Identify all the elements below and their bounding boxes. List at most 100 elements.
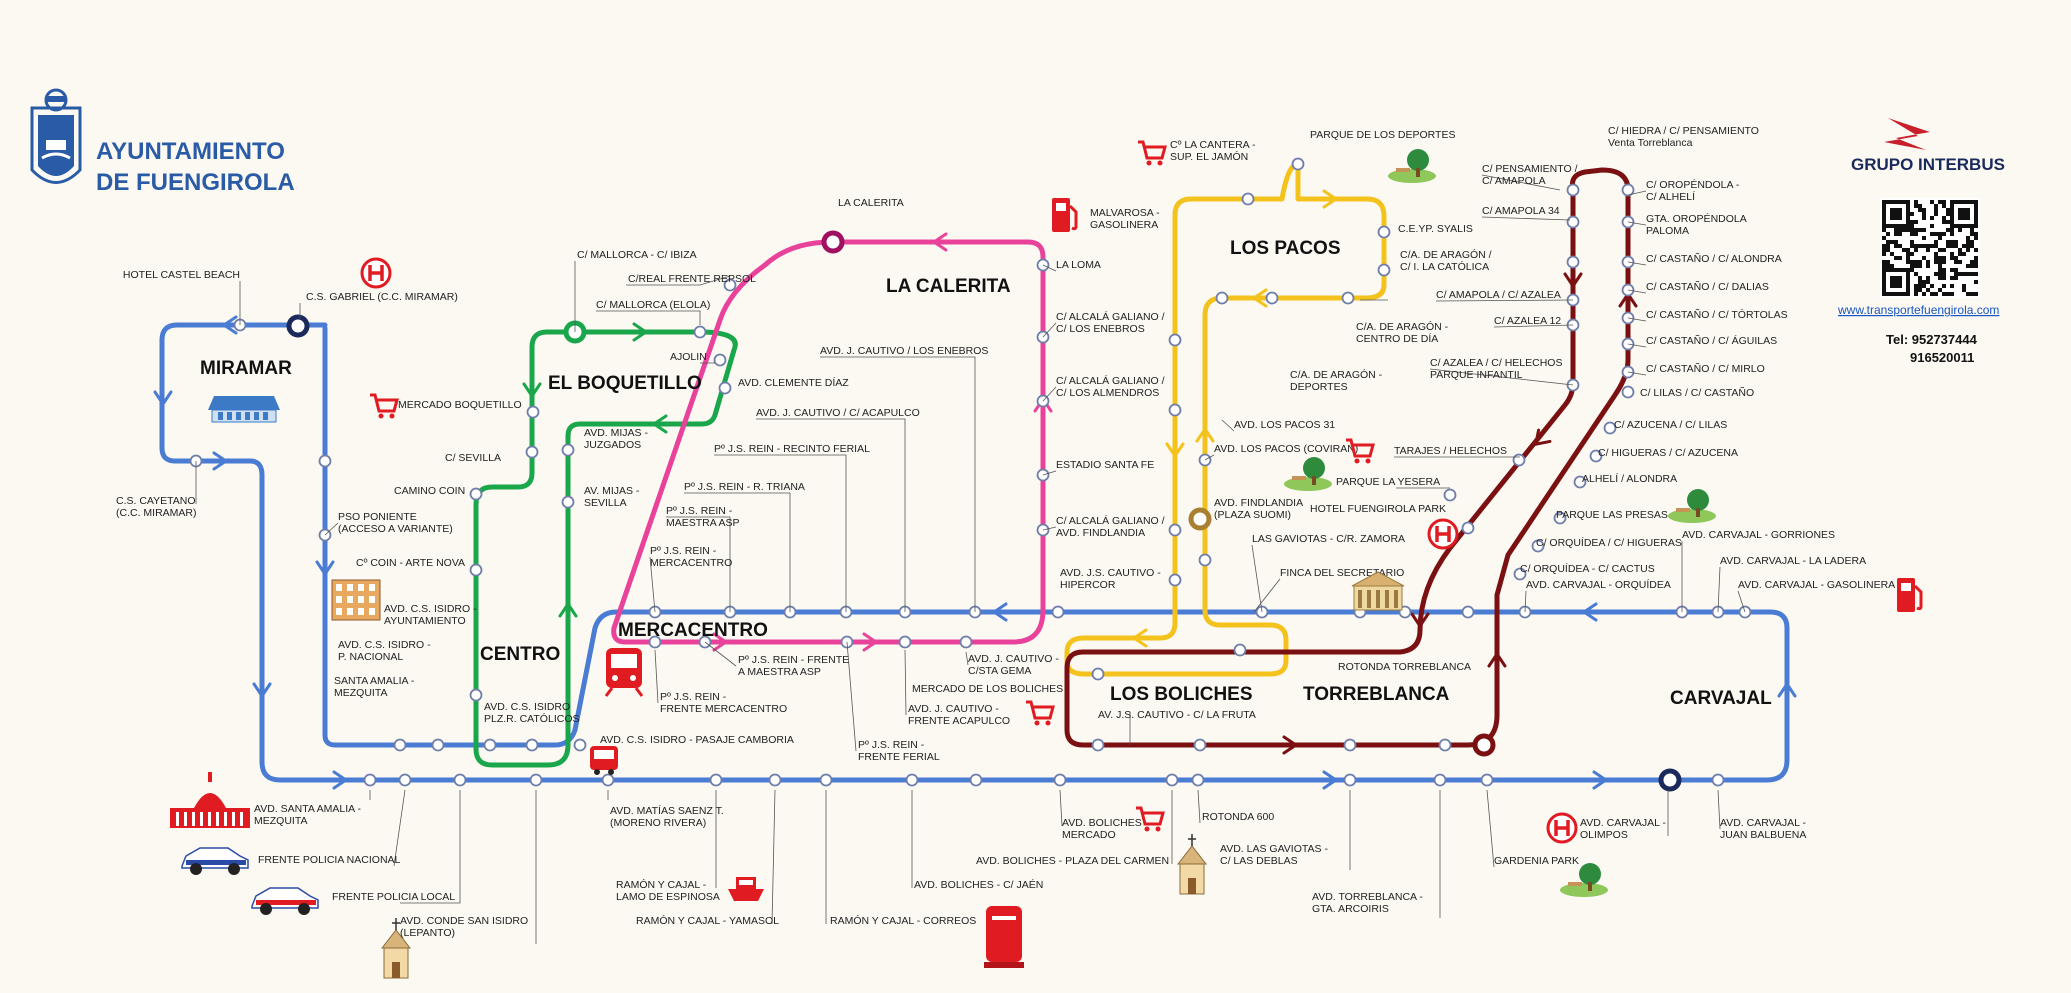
- stop-marker[interactable]: [1191, 773, 1205, 787]
- stop-marker[interactable]: [693, 325, 707, 339]
- stop-marker[interactable]: [1377, 225, 1391, 239]
- stop-label: C/ OROPÉNDOLA -C/ ALHELÍ: [1646, 178, 1740, 203]
- stop-marker[interactable]: [1091, 738, 1105, 752]
- stop-marker[interactable]: [1343, 738, 1357, 752]
- interchange-marker[interactable]: [1188, 507, 1212, 531]
- stop-marker[interactable]: [1566, 183, 1580, 197]
- stop-marker[interactable]: [561, 443, 575, 457]
- stop-marker[interactable]: [529, 773, 543, 787]
- stop-marker[interactable]: [709, 773, 723, 787]
- stop-marker[interactable]: [483, 738, 497, 752]
- interchange-marker[interactable]: [1658, 768, 1682, 792]
- stop-marker[interactable]: [1711, 773, 1725, 787]
- stop-label: AJOLIN: [670, 351, 707, 363]
- stop-marker[interactable]: [1573, 475, 1587, 489]
- stop-label: C/ ALCALÁ GALIANO /C/ LOS ENEBROS: [1056, 310, 1165, 335]
- stop-marker[interactable]: [768, 773, 782, 787]
- direction-arrow-icon: [651, 414, 668, 434]
- bus-station-icon: [208, 396, 280, 423]
- stop-marker[interactable]: [431, 738, 445, 752]
- stop-label: RAMÓN Y CAJAL -LAMO DE ESPINOSA: [616, 878, 720, 903]
- stop-marker[interactable]: [1480, 773, 1494, 787]
- stop-marker[interactable]: [1193, 738, 1207, 752]
- qr-code-icon[interactable]: [1880, 198, 1980, 298]
- stop-marker[interactable]: [723, 278, 737, 292]
- stop-marker[interactable]: [525, 738, 539, 752]
- leader-line: [1717, 566, 1721, 613]
- stop-marker[interactable]: [819, 773, 833, 787]
- stop-marker[interactable]: [601, 773, 615, 787]
- stop-marker[interactable]: [1512, 453, 1526, 467]
- stop-marker[interactable]: [1553, 511, 1567, 525]
- stop-marker[interactable]: [1443, 488, 1457, 502]
- stop-marker[interactable]: [393, 738, 407, 752]
- stop-marker[interactable]: [1566, 215, 1580, 229]
- stop-label: Pº J.S. REIN - R. TRIANA: [684, 481, 805, 493]
- stop-marker[interactable]: [898, 635, 912, 649]
- stop-marker[interactable]: [1198, 553, 1212, 567]
- stop-label: AV. MIJAS -SEVILLA: [584, 485, 640, 509]
- stop-marker[interactable]: [1433, 773, 1447, 787]
- stop-marker[interactable]: [1091, 667, 1105, 681]
- stop-marker[interactable]: [573, 738, 587, 752]
- stop-marker[interactable]: [1053, 773, 1067, 787]
- stop-marker[interactable]: [1438, 738, 1452, 752]
- interchange-marker[interactable]: [1472, 733, 1496, 757]
- stop-marker[interactable]: [469, 487, 483, 501]
- stop-marker[interactable]: [1621, 183, 1635, 197]
- stop-marker[interactable]: [1461, 605, 1475, 619]
- stop-marker[interactable]: [648, 635, 662, 649]
- stop-marker[interactable]: [1168, 403, 1182, 417]
- stop-label: AVD. J.S. CAUTIVO -HIPERCOR: [1060, 567, 1161, 591]
- stop-marker[interactable]: [1566, 255, 1580, 269]
- stop-marker[interactable]: [1343, 773, 1357, 787]
- stop-marker[interactable]: [398, 773, 412, 787]
- leader-line: [1737, 590, 1746, 613]
- stop-marker[interactable]: [1461, 521, 1475, 535]
- stop-marker[interactable]: [1241, 192, 1255, 206]
- stop-label: C/A. DE ARAGÓN -DEPORTES: [1290, 368, 1383, 393]
- interchange-marker[interactable]: [821, 230, 845, 254]
- stop-marker[interactable]: [1265, 291, 1279, 305]
- stop-marker[interactable]: [1168, 573, 1182, 587]
- stop-marker[interactable]: [526, 405, 540, 419]
- stop-marker[interactable]: [905, 773, 919, 787]
- stop-marker[interactable]: [1621, 385, 1635, 399]
- website-link[interactable]: www.transportefuengirola.com: [1837, 303, 1999, 317]
- stop-marker[interactable]: [318, 454, 332, 468]
- stop-label: AVD. LOS PACOS 31: [1234, 419, 1335, 431]
- leader-line: [1486, 789, 1495, 868]
- stop-marker[interactable]: [1165, 773, 1179, 787]
- stop-marker[interactable]: [453, 773, 467, 787]
- stop-label: AVD. BOLICHES - PLAZA DEL CARMEN: [976, 855, 1169, 867]
- stop-marker[interactable]: [1233, 643, 1247, 657]
- stop-marker[interactable]: [561, 495, 575, 509]
- stop-marker[interactable]: [1531, 539, 1545, 553]
- stop-label: AVD. CARVAJAL -JUAN BALBUENA: [1720, 817, 1806, 841]
- stop-marker[interactable]: [1341, 291, 1355, 305]
- stop-marker[interactable]: [1291, 157, 1305, 171]
- interchange-marker[interactable]: [286, 314, 310, 338]
- stop-label: AVD. J. CAUTIVO / C/ ACAPULCO: [756, 407, 920, 419]
- stop-marker[interactable]: [363, 773, 377, 787]
- stop-marker[interactable]: [469, 688, 483, 702]
- stop-marker[interactable]: [1168, 523, 1182, 537]
- stop-marker[interactable]: [713, 353, 727, 367]
- direction-arrow-icon: [1322, 189, 1339, 209]
- stop-marker[interactable]: [525, 445, 539, 459]
- stop-marker[interactable]: [1513, 567, 1527, 581]
- stop-marker[interactable]: [1051, 605, 1065, 619]
- stop-marker[interactable]: [469, 563, 483, 577]
- stop-marker[interactable]: [1215, 291, 1229, 305]
- zone-label-torreblanca: TORREBLANCA: [1303, 684, 1450, 705]
- boat-icon: [728, 877, 764, 901]
- stop-marker[interactable]: [1589, 449, 1603, 463]
- stop-marker[interactable]: [718, 381, 732, 395]
- stop-marker[interactable]: [959, 635, 973, 649]
- stop-marker[interactable]: [1168, 333, 1182, 347]
- stop-marker[interactable]: [1603, 421, 1617, 435]
- stop-marker[interactable]: [969, 773, 983, 787]
- stop-marker[interactable]: [1377, 263, 1391, 277]
